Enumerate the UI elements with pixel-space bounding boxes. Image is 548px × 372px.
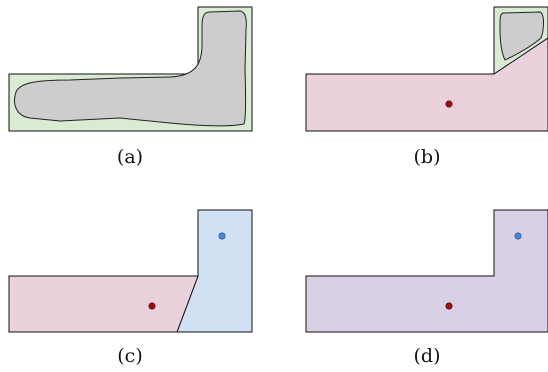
caption-a: (a) — [116, 146, 144, 168]
caption-b: (b) — [413, 146, 441, 168]
panel-c-pink-region — [8, 275, 199, 333]
panel-c-diagram — [8, 209, 253, 333]
panel-b-diagram — [305, 6, 548, 132]
panel-c-blue-region — [176, 209, 253, 333]
caption-d: (d) — [413, 345, 441, 367]
panel-c-red-dot — [148, 302, 156, 310]
panel-b-pink-region — [305, 37, 548, 132]
panel-b-red-dot — [445, 100, 453, 108]
panel-a-diagram — [8, 6, 253, 132]
panel-d-red-dot — [445, 302, 453, 310]
panel-b-gray-blob — [499, 11, 544, 61]
panel-a-gray-blob — [14, 10, 247, 127]
panel-d-diagram — [305, 209, 548, 333]
panel-d-purple-region — [305, 209, 548, 333]
panel-d-blue-dot — [514, 232, 522, 240]
panel-c-blue-dot — [218, 232, 226, 240]
caption-c: (c) — [117, 345, 143, 367]
